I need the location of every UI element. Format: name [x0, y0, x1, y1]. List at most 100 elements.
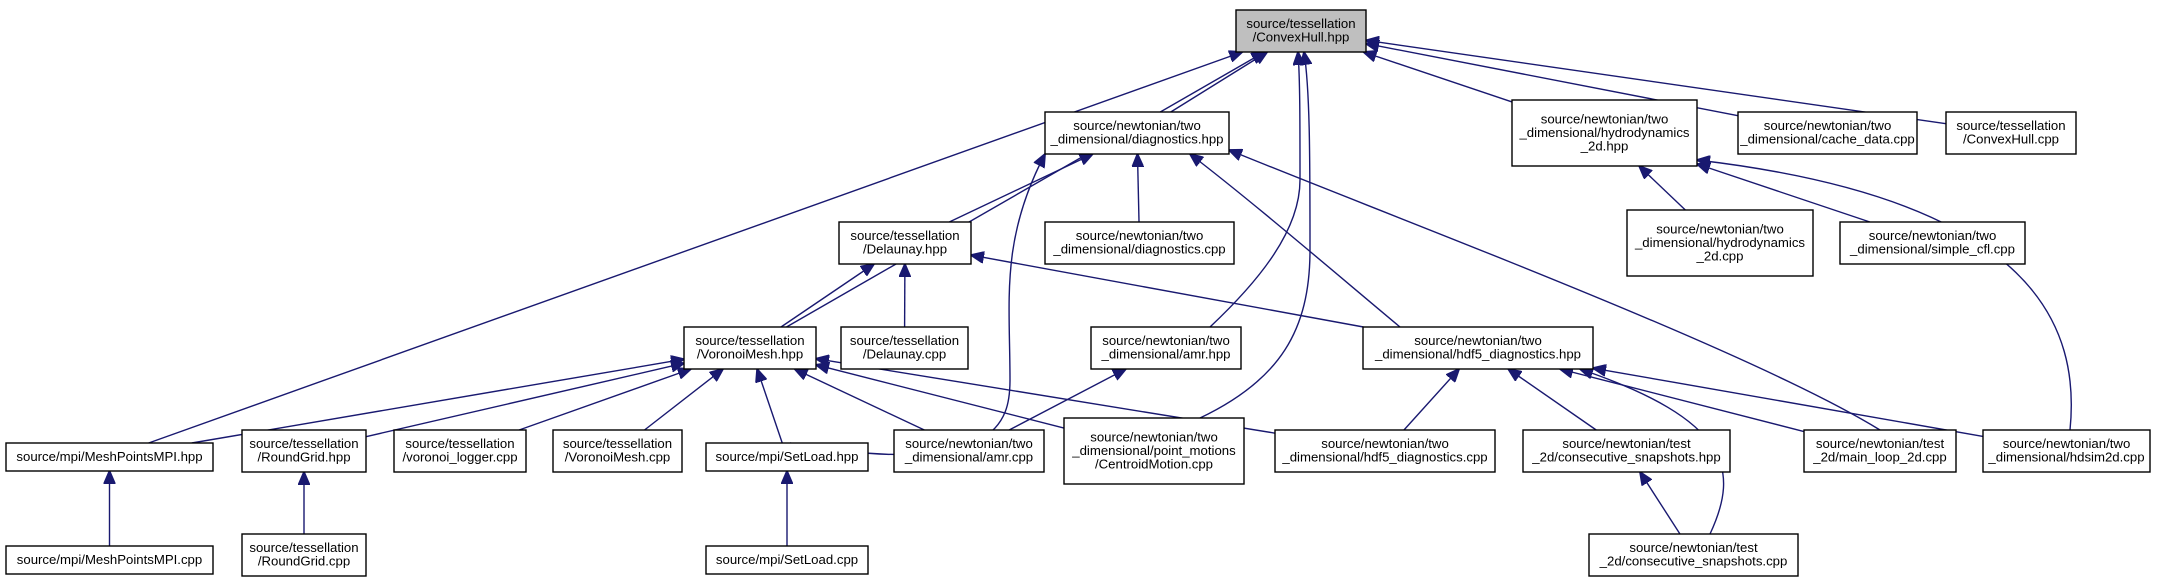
node-label-line: source/tessellation: [563, 436, 672, 451]
node-label-line: /VoronoiMesh.cpp: [565, 450, 671, 465]
node-label-line: source/newtonian/two: [1076, 228, 1204, 243]
node-label-line: source/newtonian/test: [1629, 540, 1758, 555]
node-main-loop-2d-cpp[interactable]: source/newtonian/test_2d/main_loop_2d.cp…: [1803, 429, 1957, 473]
node-label-line: _dimensional/amr.cpp: [904, 450, 1033, 465]
node-box: [893, 429, 1045, 473]
node-label-line: _dimensional/hydrodynamics: [1518, 125, 1689, 140]
node-hdf5-diagnostics-hpp[interactable]: source/newtonian/two_dimensional/hdf5_di…: [1362, 326, 1594, 370]
node-cache-data-cpp[interactable]: source/newtonian/two_dimensional/cache_d…: [1737, 111, 1918, 155]
node-hydrodynamics-2d-hpp[interactable]: source/newtonian/two_dimensional/hydrody…: [1511, 99, 1698, 167]
node-voronoimesh-cpp[interactable]: source/tessellation/VoronoiMesh.cpp: [552, 429, 683, 473]
node-label-line: _dimensional/amr.hpp: [1100, 347, 1230, 362]
node-label-line: /Delaunay.cpp: [863, 347, 946, 362]
node-voronoimesh-hpp[interactable]: source/tessellation/VoronoiMesh.hpp: [683, 326, 817, 370]
edge-main_loop_2d_cpp-to-diagnostics_hpp: [1229, 150, 1881, 431]
node-box: [5, 545, 214, 575]
node-amr-cpp[interactable]: source/newtonian/two_dimensional/amr.cpp: [893, 429, 1045, 473]
node-consecutive-snapshots-hpp[interactable]: source/newtonian/test_2d/consecutive_sna…: [1522, 429, 1731, 473]
node-label-line: _dimensional/point_motions: [1071, 443, 1236, 458]
node-centroidmotion-cpp[interactable]: source/newtonian/two_dimensional/point_m…: [1063, 417, 1245, 485]
node-setload-hpp[interactable]: source/mpi/SetLoad.hpp: [705, 442, 869, 472]
edge-simple_cfl_cpp-to-hydrodynamics_2d_hpp: [1697, 164, 1871, 223]
node-box: [241, 429, 367, 473]
node-label-line: source/tessellation: [249, 436, 358, 451]
node-delaunay-cpp[interactable]: source/tessellation/Delaunay.cpp: [840, 326, 969, 370]
node-box: [1522, 429, 1731, 473]
node-box: [1063, 417, 1245, 485]
node-label-line: _2d/main_loop_2d.cpp: [1812, 450, 1946, 465]
edge-voronoimesh_hpp-to-convexhull_hpp: [786, 52, 1265, 328]
node-box: [1090, 326, 1242, 370]
node-convexhull-hpp[interactable]: source/tessellation/ConvexHull.hpp: [1235, 9, 1367, 53]
node-label-line: _dimensional/hydrodynamics: [1634, 235, 1805, 250]
edge-convexhull_cpp-to-convexhull_hpp: [1366, 40, 1947, 125]
edge-delaunay_hpp-to-diagnostics_hpp: [948, 154, 1092, 223]
edge-hdf5_diagnostics_hpp-to-delaunay_hpp: [971, 255, 1364, 328]
node-label-line: _2d/consecutive_snapshots.hpp: [1531, 450, 1720, 465]
node-box: [1982, 429, 2151, 473]
node-box: [1803, 429, 1957, 473]
node-delaunay-hpp[interactable]: source/tessellation/Delaunay.hpp: [838, 221, 972, 265]
edge-voronoimesh_hpp-to-delaunay_hpp: [780, 264, 874, 328]
edge-amr_cpp-to-amr_hpp: [1008, 369, 1126, 431]
node-label-line: _2d.cpp: [1696, 248, 1744, 263]
node-box: [705, 442, 869, 472]
node-label-line: /RoundGrid.cpp: [258, 554, 350, 569]
node-label-line: source/newtonian/two: [1656, 221, 1784, 236]
node-label-line: _dimensional/diagnostics.hpp: [1049, 132, 1223, 147]
node-label-line: source/mpi/SetLoad.cpp: [716, 552, 858, 567]
node-label-line: source/newtonian/two: [1869, 228, 1997, 243]
node-convexhull-cpp[interactable]: source/tessellation/ConvexHull.cpp: [1945, 111, 2077, 155]
node-amr-hpp[interactable]: source/newtonian/two_dimensional/amr.hpp: [1090, 326, 1242, 370]
node-label-line: source/newtonian/two: [1090, 429, 1218, 444]
node-box: [1274, 429, 1496, 473]
node-consecutive-snapshots-cpp[interactable]: source/newtonian/test_2d/consecutive_sna…: [1588, 533, 1799, 577]
node-label-line: /ConvexHull.hpp: [1253, 30, 1350, 45]
node-label-line: _dimensional/simple_cfl.cpp: [1849, 242, 2015, 257]
node-voronoi-logger-cpp[interactable]: source/tessellation/voronoi_logger.cpp: [393, 429, 527, 473]
node-label-line: source/mpi/SetLoad.hpp: [716, 449, 859, 464]
node-roundgrid-cpp[interactable]: source/tessellation/RoundGrid.cpp: [241, 533, 367, 577]
node-box: [683, 326, 817, 370]
edge-setload_hpp-to-diagnostics_hpp: [789, 154, 1045, 456]
node-label-line: source/tessellation: [1246, 16, 1355, 31]
node-hdf5-diagnostics-cpp[interactable]: source/newtonian/two_dimensional/hdf5_di…: [1274, 429, 1496, 473]
node-label-line: _dimensional/hdf5_diagnostics.cpp: [1281, 450, 1487, 465]
node-label-line: _dimensional/hdsim2d.cpp: [1987, 450, 2144, 465]
nodes: source/tessellation/ConvexHull.hppsource…: [5, 9, 2151, 577]
edge-consecutive_snapshots_cpp-to-consecutive_snapshots_hpp: [1640, 472, 1681, 535]
edge-hydrodynamics_2d_cpp-to-hydrodynamics_2d_hpp: [1639, 166, 1686, 211]
node-hdsim2d-cpp[interactable]: source/newtonian/two_dimensional/hdsim2d…: [1982, 429, 2151, 473]
edge-setload_hpp-to-voronoimesh_hpp: [757, 369, 783, 444]
node-hydrodynamics-2d-cpp[interactable]: source/newtonian/two_dimensional/hydrody…: [1626, 209, 1814, 277]
node-label-line: source/newtonian/two: [1541, 111, 1669, 126]
node-label-line: /Delaunay.hpp: [863, 242, 947, 257]
edge-hdf5_diagnostics_cpp-to-hdf5_diagnostics_hpp: [1403, 369, 1459, 431]
node-box: [1044, 111, 1230, 155]
edge-hydrodynamics_2d_hpp-to-convexhull_hpp: [1363, 52, 1513, 103]
node-simple-cfl-cpp[interactable]: source/newtonian/two_dimensional/simple_…: [1839, 221, 2026, 265]
node-meshpointsmpi-hpp[interactable]: source/mpi/MeshPointsMPI.hpp: [5, 442, 214, 472]
node-label-line: /ConvexHull.cpp: [1963, 132, 2059, 147]
node-box: [1044, 221, 1235, 265]
node-box: [1588, 533, 1799, 577]
node-label-line: source/tessellation: [249, 540, 358, 555]
edge-hdsim2d_cpp-to-hydrodynamics_2d_hpp: [1697, 160, 2073, 431]
node-label-line: /voronoi_logger.cpp: [402, 450, 517, 465]
node-setload-cpp[interactable]: source/mpi/SetLoad.cpp: [705, 545, 869, 575]
node-label-line: source/tessellation: [850, 228, 959, 243]
node-box: [1626, 209, 1814, 277]
edge-amr_cpp-to-voronoimesh_hpp: [795, 369, 925, 431]
node-box: [1362, 326, 1594, 370]
node-diagnostics-hpp[interactable]: source/newtonian/two_dimensional/diagnos…: [1044, 111, 1230, 155]
edge-roundgrid_hpp-to-voronoimesh_hpp: [365, 363, 684, 438]
node-diagnostics-cpp[interactable]: source/newtonian/two_dimensional/diagnos…: [1044, 221, 1235, 265]
node-box: [840, 326, 969, 370]
node-label-line: _2d/consecutive_snapshots.cpp: [1599, 554, 1788, 569]
node-box: [1511, 99, 1698, 167]
node-label-line: _dimensional/diagnostics.cpp: [1052, 242, 1225, 257]
node-meshpointsmpi-cpp[interactable]: source/mpi/MeshPointsMPI.cpp: [5, 545, 214, 575]
edge-amr_hpp-to-convexhull_hpp: [1209, 52, 1300, 328]
node-roundgrid-hpp[interactable]: source/tessellation/RoundGrid.hpp: [241, 429, 367, 473]
node-label-line: source/tessellation: [1956, 118, 2065, 133]
